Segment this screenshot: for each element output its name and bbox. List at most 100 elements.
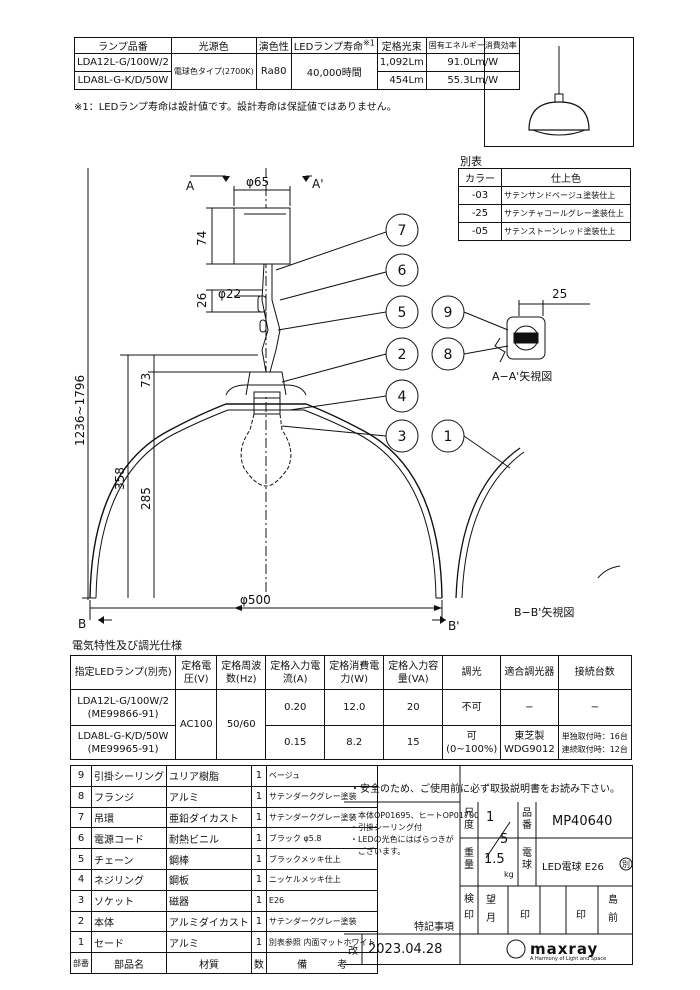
weight-value: 1.5 (484, 852, 505, 867)
cord-shape (269, 264, 281, 373)
part-name: ソケット (91, 889, 167, 912)
lamp-spec-table: ランプ品番 光源色 演色性 LEDランプ寿命※1 定格光束 固有エネルギー消費効… (74, 37, 520, 90)
part-qty: 1 (250, 868, 267, 891)
electrical-title: 電気特性及び調光仕様 (72, 639, 182, 652)
section-b-right: B' (448, 619, 460, 632)
note-line: ・LEDの光色にはばらつきが (350, 835, 454, 844)
balloon-label: 1 (444, 429, 453, 445)
brand-tagline: A Harmony of Light and Space (530, 956, 607, 962)
part-name: 電源コード (91, 827, 167, 850)
note-line: ・本体OP01695、ヒートOP01700 (350, 811, 480, 820)
elec-count: 単独取付時：16台連続取付時：12台 (557, 725, 633, 760)
dim-26: 26 (195, 293, 209, 308)
elec-current: 0.20 (265, 689, 326, 726)
lamp-model: LDA8L-G-K/D/50W (74, 71, 172, 90)
scale-den: 5 (500, 832, 509, 847)
scale-num: 1 (486, 810, 495, 825)
part-name: フランジ (91, 785, 167, 808)
dim-74: 74 (195, 231, 209, 246)
balloon-label: 9 (444, 305, 453, 321)
balloon-7 (385, 213, 419, 247)
part-qty: 1 (250, 806, 267, 829)
part-qty: 1 (250, 765, 267, 787)
flange-shape (233, 207, 291, 265)
part-material: 鋼板 (166, 868, 252, 891)
part-material: 亜鉛ダイカスト (166, 806, 252, 829)
special-notes-label: 特記事項 (414, 922, 454, 933)
balloon-1 (431, 419, 465, 453)
section-a-left: A (186, 179, 195, 193)
brand-logo: maxray (530, 940, 599, 958)
elec-dim: 不可 (442, 689, 502, 726)
part-material: アルミダイカスト (166, 910, 252, 933)
balloon-label: 8 (444, 347, 453, 363)
section-a-right: A' (312, 177, 324, 191)
balloon-label: 6 (398, 263, 407, 279)
bb-view-shade (455, 447, 521, 599)
variant-finish: サテンストーンレッド塗装仕上 (501, 222, 631, 241)
lamp-life-note: ※1：LEDランプ寿命は設計値です。設計寿命は保証値ではありません。 (74, 102, 397, 113)
approver-name: 島前 (608, 895, 618, 924)
check-label: 検印 (464, 894, 474, 921)
balloon-9 (431, 295, 465, 329)
part-qty: 1 (250, 910, 267, 933)
elec-freq: 50/60 (216, 689, 267, 760)
part-footer: 材質 (166, 952, 252, 974)
part-no: 9 (70, 765, 92, 787)
elec-col-lamp: 指定LEDランプ(別売) (69, 655, 177, 690)
elec-va: 15 (383, 725, 444, 760)
part-material: ユリア樹脂 (166, 765, 252, 787)
part-material: 耐熱ビニル (166, 827, 252, 850)
part-qty: 1 (250, 848, 267, 870)
title-block: ・安全のため、ご使用前に必ず取扱説明書をお読み下さい。 ・本体OP01695、ヒ… (344, 765, 633, 965)
balloon-2 (385, 337, 419, 371)
lamp-mark: 別 (622, 860, 630, 869)
balloon-label: 7 (398, 223, 407, 239)
elec-count: − (557, 689, 633, 726)
socket-shape (253, 391, 281, 415)
dim-285: 285 (139, 487, 153, 510)
dim-73: 73 (139, 373, 153, 388)
part-name: チェーン (91, 848, 167, 870)
col-life: LEDランプ寿命※1 (290, 37, 378, 54)
dim-65: φ65 (246, 175, 269, 189)
body-shape (245, 371, 287, 396)
part-name: 引掛シーリング (91, 765, 167, 787)
elec-va: 20 (383, 689, 444, 726)
elec-col-dimmer: 適合調光器 (500, 655, 559, 690)
dim-500: φ500 (240, 593, 271, 607)
lamp-label: 電球 (522, 848, 532, 871)
part-name: セード (91, 931, 167, 954)
elec-col-freq: 定格周波数(Hz) (216, 655, 267, 690)
part-footer: 部品名 (91, 952, 167, 974)
stamp-label: 印 (520, 910, 530, 921)
balloon-6 (385, 253, 419, 287)
date: 2023.04.28 (368, 942, 443, 957)
view-aa-label: A−A'矢視図 (492, 369, 552, 383)
balloon-4 (385, 379, 419, 413)
elec-col-current: 定格入力電流(A) (265, 655, 326, 690)
stamp-label: 印 (576, 910, 586, 921)
lamp-life: 40,000時間 (290, 53, 378, 90)
dim-358: 358 (113, 467, 127, 490)
chain-shape (261, 263, 269, 373)
view-bb-label: B−B'矢視図 (514, 605, 574, 619)
bulb-shape (240, 413, 292, 487)
part-material: 磁器 (166, 889, 252, 912)
part-number: MP40640 (552, 814, 613, 829)
balloon-3 (385, 419, 419, 453)
elec-current: 0.15 (265, 725, 326, 760)
part-label: 品番 (522, 808, 532, 831)
elec-dim: 可(0~100%) (442, 725, 502, 760)
part-qty: 1 (250, 889, 267, 912)
lamp-color: 電球色タイプ(2700K) (170, 53, 257, 90)
balloon-label: 3 (398, 429, 407, 445)
part-no: 6 (70, 827, 92, 850)
part-name: 吊環 (91, 806, 167, 829)
dim-22: φ22 (218, 287, 241, 301)
shade-shape (89, 403, 443, 599)
weight-label: 重量 (464, 848, 474, 871)
part-material: アルミ (166, 931, 252, 954)
